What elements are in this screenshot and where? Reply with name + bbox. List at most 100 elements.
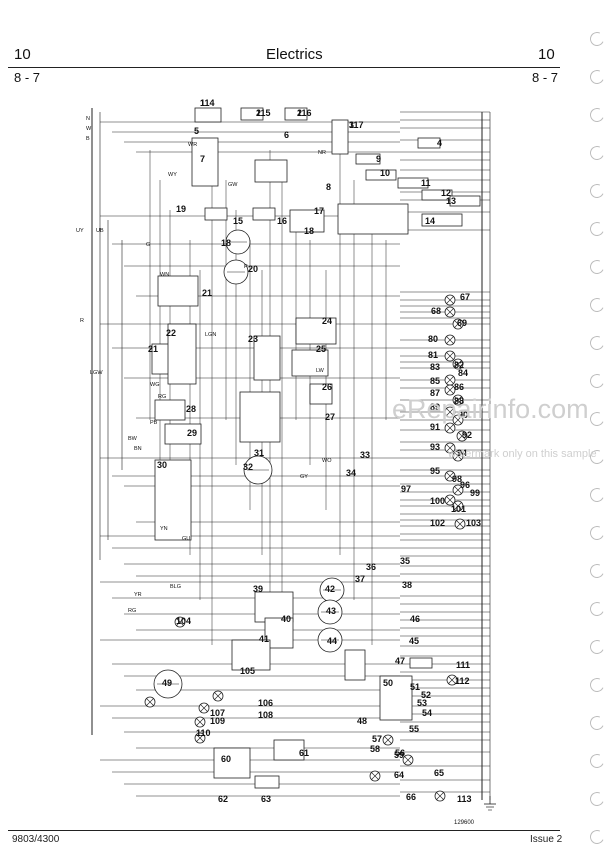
component-number-96: 96 bbox=[460, 480, 470, 490]
wire bbox=[446, 336, 454, 344]
component-box bbox=[254, 591, 294, 623]
wire-code-GY: GY bbox=[300, 474, 308, 480]
wire bbox=[456, 520, 464, 528]
wire bbox=[371, 772, 379, 780]
component-box bbox=[194, 107, 222, 123]
component-number-101: 101 bbox=[451, 504, 466, 514]
wire-code-WY: WY bbox=[168, 172, 177, 178]
watermark-site: eRepairinfo.com bbox=[392, 394, 589, 424]
wire bbox=[446, 408, 454, 416]
component-number-29: 29 bbox=[187, 428, 197, 438]
component-box bbox=[355, 153, 381, 165]
wire bbox=[454, 396, 462, 404]
wire bbox=[454, 320, 462, 328]
wire bbox=[446, 308, 454, 316]
wire bbox=[446, 386, 454, 394]
component-box bbox=[365, 169, 397, 181]
component-number-5: 5 bbox=[194, 126, 199, 136]
component-number-30: 30 bbox=[157, 460, 167, 470]
component-number-34: 34 bbox=[346, 468, 356, 478]
component-box bbox=[421, 189, 453, 201]
component-box bbox=[157, 275, 199, 307]
component-box bbox=[154, 459, 192, 541]
component-box bbox=[213, 747, 251, 779]
wire bbox=[446, 444, 454, 452]
wire bbox=[196, 718, 204, 726]
component-number-15: 15 bbox=[233, 216, 243, 226]
diagram-reference-number: 129600 bbox=[454, 820, 475, 826]
wire bbox=[176, 618, 184, 626]
component-number-21: 21 bbox=[202, 288, 212, 298]
component-number-32: 32 bbox=[243, 462, 253, 472]
wire bbox=[454, 452, 462, 460]
component-number-94: 94 bbox=[457, 448, 467, 458]
wire bbox=[214, 692, 222, 700]
component-number-13: 13 bbox=[446, 196, 456, 206]
component-number-92: 92 bbox=[462, 430, 472, 440]
component-number-106: 106 bbox=[258, 698, 273, 708]
component-number-35: 35 bbox=[400, 556, 410, 566]
component-number-28: 28 bbox=[186, 404, 196, 414]
component-number-97: 97 bbox=[401, 484, 411, 494]
wire-code-GW: GW bbox=[228, 182, 238, 188]
component-box bbox=[309, 383, 333, 405]
component-number-103: 103 bbox=[466, 518, 481, 528]
component-number-59: 59 bbox=[394, 750, 404, 760]
wire-code-RG: RG bbox=[158, 394, 166, 400]
wire bbox=[446, 352, 454, 360]
component-number-67: 67 bbox=[460, 292, 470, 302]
component-number-22: 22 bbox=[166, 328, 176, 338]
component-number-90: 90 bbox=[458, 410, 468, 420]
component-number-2: 2 bbox=[297, 108, 302, 118]
component-box bbox=[240, 107, 264, 121]
component-number-64: 64 bbox=[394, 770, 404, 780]
wire bbox=[458, 432, 466, 440]
component-number-2: 2 bbox=[256, 108, 261, 118]
component-box bbox=[409, 657, 433, 669]
component-number-7: 7 bbox=[200, 154, 205, 164]
section-number-left: 10 bbox=[14, 46, 31, 63]
component-number-56: 56 bbox=[395, 748, 405, 758]
wire-code-NR: NR bbox=[318, 150, 326, 156]
wire-code-WG: WG bbox=[150, 382, 159, 388]
component-number-6: 6 bbox=[284, 130, 289, 140]
component-number-117: 117 bbox=[349, 120, 364, 130]
component-number-66: 66 bbox=[406, 792, 416, 802]
component-number-12: 12 bbox=[441, 188, 451, 198]
component-number-23: 23 bbox=[248, 334, 258, 344]
component-box bbox=[289, 209, 325, 233]
component-box bbox=[379, 675, 413, 721]
component-number-48: 48 bbox=[357, 716, 367, 726]
component-box bbox=[291, 349, 329, 377]
component-number-57: 57 bbox=[372, 734, 382, 744]
wire bbox=[446, 296, 454, 304]
component-number-39: 39 bbox=[253, 584, 263, 594]
component-number-88: 88 bbox=[454, 396, 464, 406]
component-box bbox=[254, 775, 280, 789]
component-number-112: 112 bbox=[455, 676, 470, 686]
component-box bbox=[397, 177, 429, 189]
component-box bbox=[164, 423, 202, 445]
component-number-45: 45 bbox=[409, 636, 419, 646]
component-box bbox=[154, 399, 186, 421]
component-number-83: 83 bbox=[430, 362, 440, 372]
component-number-52: 52 bbox=[421, 690, 431, 700]
component-number-68: 68 bbox=[431, 306, 441, 316]
component-number-19: 19 bbox=[176, 204, 186, 214]
component-box bbox=[273, 739, 305, 761]
component-number-113: 113 bbox=[457, 794, 472, 804]
component-box bbox=[191, 137, 219, 187]
page-number-right: 8 - 7 bbox=[532, 70, 559, 85]
component-number-54: 54 bbox=[422, 708, 432, 718]
component-box bbox=[204, 207, 228, 221]
component-number-114: 114 bbox=[200, 98, 215, 108]
wire-code-WO: WO bbox=[322, 458, 332, 464]
wire-code-YN: YN bbox=[160, 526, 168, 532]
component-number-46: 46 bbox=[410, 614, 420, 624]
component-number-91: 91 bbox=[430, 422, 440, 432]
component-number-61: 61 bbox=[299, 748, 309, 758]
wire bbox=[404, 756, 412, 764]
component-box bbox=[344, 649, 366, 681]
component-number-47: 47 bbox=[395, 656, 405, 666]
component-number-65: 65 bbox=[434, 768, 444, 778]
